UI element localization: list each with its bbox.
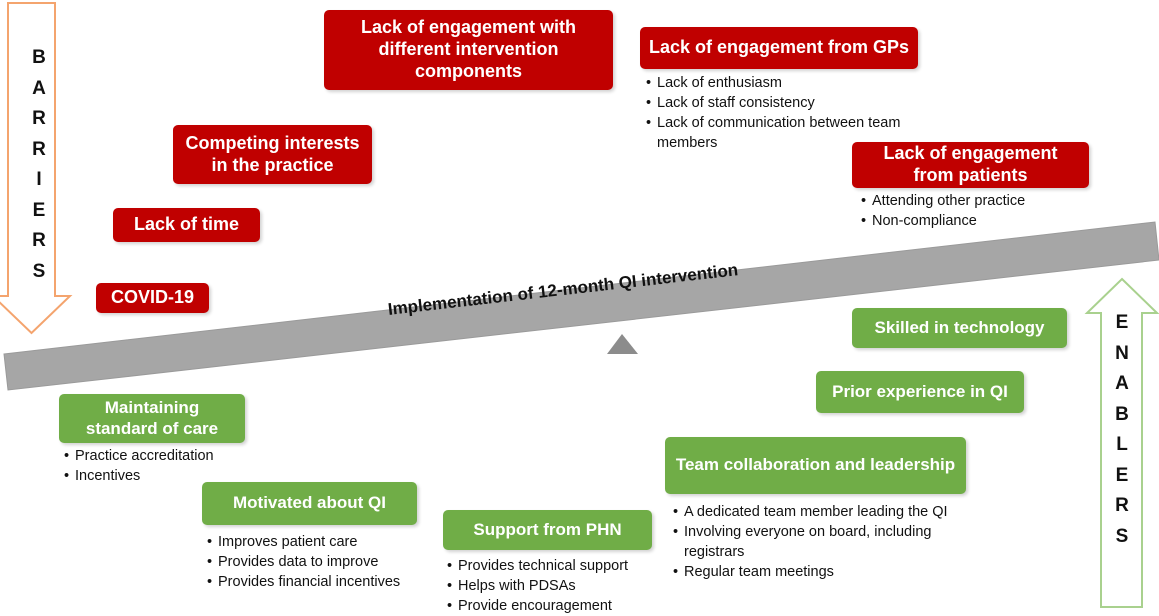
enabler-prior-experience: Prior experience in QI	[816, 371, 1024, 413]
list-item: Helps with PDSAs	[447, 576, 662, 596]
barrier-covid: COVID-19	[96, 283, 209, 313]
list-item: Provide encouragement	[447, 596, 662, 616]
seesaw-beam	[3, 221, 1159, 391]
list-item: Provides data to improve	[207, 552, 407, 572]
fulcrum-triangle	[607, 334, 638, 354]
vertical-letter: E	[32, 199, 46, 221]
vertical-letter: S	[1115, 525, 1129, 547]
list-item: Regular team meetings	[673, 562, 965, 582]
phn-bullet-list: Provides technical support Helps with PD…	[447, 556, 662, 616]
barriers-arrow	[0, 2, 73, 335]
vertical-letter: S	[32, 260, 46, 282]
vertical-letter: R	[32, 108, 46, 129]
vertical-letter: R	[1115, 495, 1129, 516]
list-item: Lack of enthusiasm	[646, 73, 916, 93]
enabler-maintaining-standard: Maintaining standard of care	[59, 394, 245, 443]
list-item: Incentives	[64, 466, 264, 486]
list-item: Practice accreditation	[64, 446, 264, 466]
vertical-letter: A	[1115, 373, 1129, 394]
list-item: Lack of staff consistency	[646, 93, 916, 113]
patients-bullet-list: Attending other practice Non-compliance	[861, 191, 1091, 231]
vertical-letter: R	[32, 138, 46, 160]
enabler-skilled-technology: Skilled in technology	[852, 308, 1067, 348]
motivated-bullet-list: Improves patient care Provides data to i…	[207, 532, 407, 592]
vertical-letter: E	[1115, 464, 1129, 486]
vertical-letter: A	[32, 77, 46, 99]
barrier-competing-interests: Competing interests in the practice	[173, 125, 372, 184]
list-item: Involving everyone on board, including r…	[673, 522, 965, 562]
barrier-engagement-components: Lack of engagement with different interv…	[324, 10, 613, 90]
vertical-letter: B	[32, 47, 46, 68]
enabler-support-phn: Support from PHN	[443, 510, 652, 550]
vertical-letter: R	[32, 230, 46, 251]
list-item: Provides technical support	[447, 556, 662, 576]
list-item: Lack of communication between team membe…	[646, 113, 916, 153]
vertical-letter: L	[1116, 434, 1128, 455]
standard-bullet-list: Practice accreditation Incentives	[64, 446, 264, 486]
list-item: Improves patient care	[207, 532, 407, 552]
barrier-lack-of-time: Lack of time	[113, 208, 260, 242]
enabler-motivated-qi: Motivated about QI	[202, 482, 417, 525]
vertical-letter: E	[1115, 312, 1129, 333]
enabler-team-collaboration: Team collaboration and leadership	[665, 437, 966, 494]
vertical-letter: N	[1115, 342, 1129, 364]
list-item: Attending other practice	[861, 191, 1091, 211]
gps-bullet-list: Lack of enthusiasm Lack of staff consist…	[646, 73, 916, 153]
enablers-arrow	[1084, 277, 1159, 608]
barrier-engagement-gps: Lack of engagement from GPs	[640, 27, 918, 69]
barrier-engagement-patients: Lack of engagement from patients	[852, 142, 1089, 188]
team-bullet-list: A dedicated team member leading the QI I…	[673, 502, 965, 582]
list-item: Provides financial incentives	[207, 572, 407, 592]
list-item: Non-compliance	[861, 211, 1091, 231]
vertical-letter: I	[36, 169, 42, 190]
vertical-letter: B	[1115, 403, 1129, 425]
list-item: A dedicated team member leading the QI	[673, 502, 965, 522]
